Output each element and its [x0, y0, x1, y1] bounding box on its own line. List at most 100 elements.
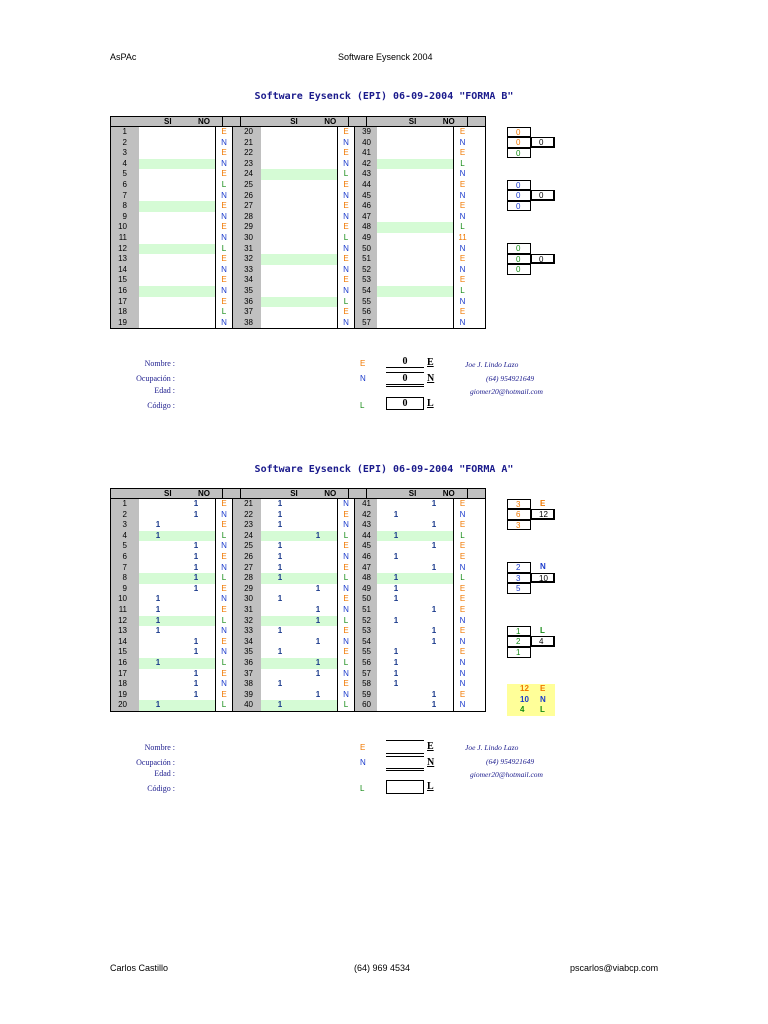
no-cell	[299, 541, 337, 552]
scale-letter: E	[453, 604, 471, 616]
scale-letter: E	[453, 179, 471, 191]
no-cell: 1	[299, 657, 337, 669]
header-no-3: NO	[442, 489, 455, 498]
total-scale-label: L	[540, 705, 545, 715]
si-cell	[261, 191, 299, 202]
item-number: 9	[111, 211, 139, 223]
side-score: 2	[507, 636, 531, 647]
item-number: 4	[111, 530, 139, 542]
item-number: 50	[355, 243, 377, 255]
side-score: 3	[507, 519, 531, 531]
header-no-2: NO	[324, 489, 337, 498]
side-sum-box: 0	[531, 137, 555, 148]
scale-letter: L	[453, 222, 471, 233]
no-cell	[299, 318, 337, 329]
total-row	[507, 705, 555, 716]
scale-letter: E	[215, 604, 233, 616]
no-cell	[177, 191, 215, 202]
scale-letter: N	[215, 137, 233, 149]
item-number: 40	[355, 137, 377, 149]
si-cell	[377, 127, 415, 138]
side-sum-box: 10	[531, 572, 555, 584]
side-score: 0	[507, 200, 531, 212]
item-number: 3	[111, 148, 139, 159]
si-cell	[139, 285, 177, 297]
item-number: 52	[355, 615, 377, 627]
no-cell	[299, 169, 337, 180]
item-number: 50	[355, 594, 377, 605]
si-cell	[261, 201, 299, 212]
no-cell	[299, 296, 337, 308]
si-cell	[139, 499, 177, 510]
forma-a-l-result	[386, 780, 424, 794]
scale-letter: N	[215, 594, 233, 605]
item-number: 11	[111, 604, 139, 616]
no-cell	[177, 222, 215, 233]
si-cell: 1	[393, 594, 399, 604]
no-cell	[177, 265, 215, 276]
total-row	[507, 684, 555, 695]
header-si-3: SI	[408, 117, 417, 126]
no-cell	[299, 499, 337, 510]
header-no-2: NO	[324, 117, 337, 126]
scale-letter: N	[337, 604, 355, 616]
item-number: 41	[355, 148, 377, 159]
si-cell	[261, 159, 299, 170]
forma-a-l-label: L	[427, 781, 434, 792]
no-cell	[415, 138, 453, 149]
si-cell	[139, 297, 177, 308]
si-cell	[377, 244, 415, 255]
no-cell: 1	[315, 636, 321, 646]
si-cell	[139, 127, 177, 138]
item-number: 30	[233, 232, 261, 244]
forma-a-n-result	[386, 756, 424, 771]
item-number: 24	[233, 530, 261, 542]
item-number: 44	[355, 530, 377, 542]
item-number: 10	[111, 594, 139, 605]
no-cell	[299, 700, 337, 711]
no-cell: 1	[315, 604, 321, 614]
forma-a-credit-email: giomer20@hotmail.com	[470, 770, 543, 779]
si-cell	[377, 222, 415, 233]
item-number: 21	[233, 137, 261, 149]
si-cell	[377, 148, 415, 159]
si-cell	[261, 233, 299, 244]
forma-a-edad-label: Edad :	[154, 769, 175, 778]
no-cell	[299, 286, 337, 297]
scale-letter: N	[453, 636, 471, 648]
scale-letter: N	[215, 562, 233, 574]
scale-letter: E	[215, 148, 233, 159]
scale-letter: E	[337, 541, 355, 552]
forma-a-n-label: N	[427, 757, 435, 768]
si-cell: 1	[139, 657, 177, 669]
forma-a-codigo-label: Código :	[147, 784, 175, 793]
scale-letter: E	[337, 222, 355, 233]
item-number: 42	[355, 509, 377, 521]
no-cell	[299, 159, 337, 170]
si-cell	[261, 127, 299, 138]
item-number: 17	[111, 296, 139, 308]
scale-letter: E	[453, 647, 471, 658]
item-number: 59	[355, 689, 377, 701]
item-number: 19	[111, 689, 139, 701]
si-cell: 1	[277, 562, 283, 572]
scale-letter: E	[215, 583, 233, 595]
scale-letter: N	[453, 317, 471, 329]
scale-letter: N	[337, 636, 355, 648]
item-number: 29	[233, 222, 261, 233]
no-cell	[415, 285, 453, 297]
forma-a-title: Software Eysenck (EPI) 06-09-2004 "FORMA…	[254, 464, 514, 475]
scale-letter: E	[337, 275, 355, 286]
scale-letter: E	[337, 307, 355, 318]
si-cell	[139, 690, 177, 701]
